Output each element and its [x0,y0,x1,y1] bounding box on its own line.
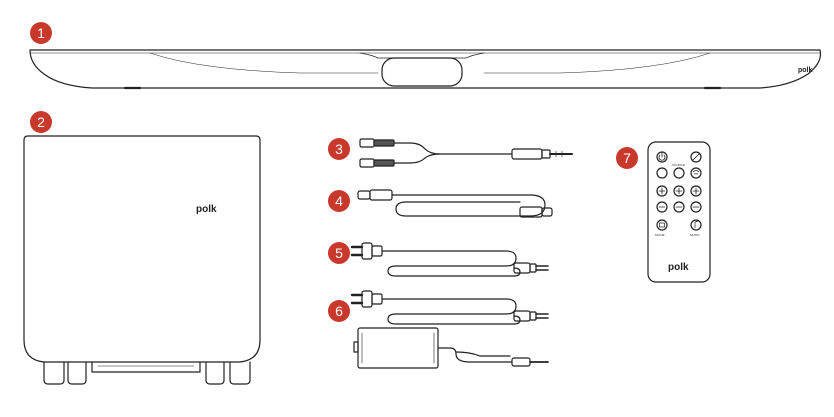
music-mode-button [690,219,702,231]
soundbar [29,49,822,90]
callout-3: 3 [328,138,350,160]
wifi-button [690,167,702,179]
callout-2: 2 [30,111,52,133]
bass-down-button [673,201,685,213]
soundbar-power-supply [350,290,549,369]
voice-down-button [690,201,702,213]
remote-control [647,141,711,283]
callout-4: 4 [328,190,350,212]
callout-1: 1 [30,22,52,44]
vol-down-button [656,201,668,213]
subwoofer [23,135,261,385]
callout-6: 6 [328,300,350,322]
callout-7: 7 [616,147,638,169]
remote-logo: polk [668,262,689,273]
callout-5: 5 [328,242,350,264]
usb-cable [357,189,553,218]
subwoofer-power-cord [350,242,549,277]
input-button-1 [656,167,668,179]
input-button-2 [673,167,685,179]
movie-mode-button [656,219,668,231]
remote-label-music: MUSIC [690,233,701,237]
remote-label-source: SOURCE [672,163,685,167]
voice-up-button [690,185,702,197]
bass-up-button [673,185,685,197]
subwoofer-logo: polk [196,204,217,215]
mute-button [690,151,702,163]
soundbar-logo: polk [798,67,812,74]
rca-cable [359,138,573,168]
remote-label-movie: MOVIE [655,233,665,237]
vol-up-button [656,185,668,197]
power-button [656,151,668,163]
